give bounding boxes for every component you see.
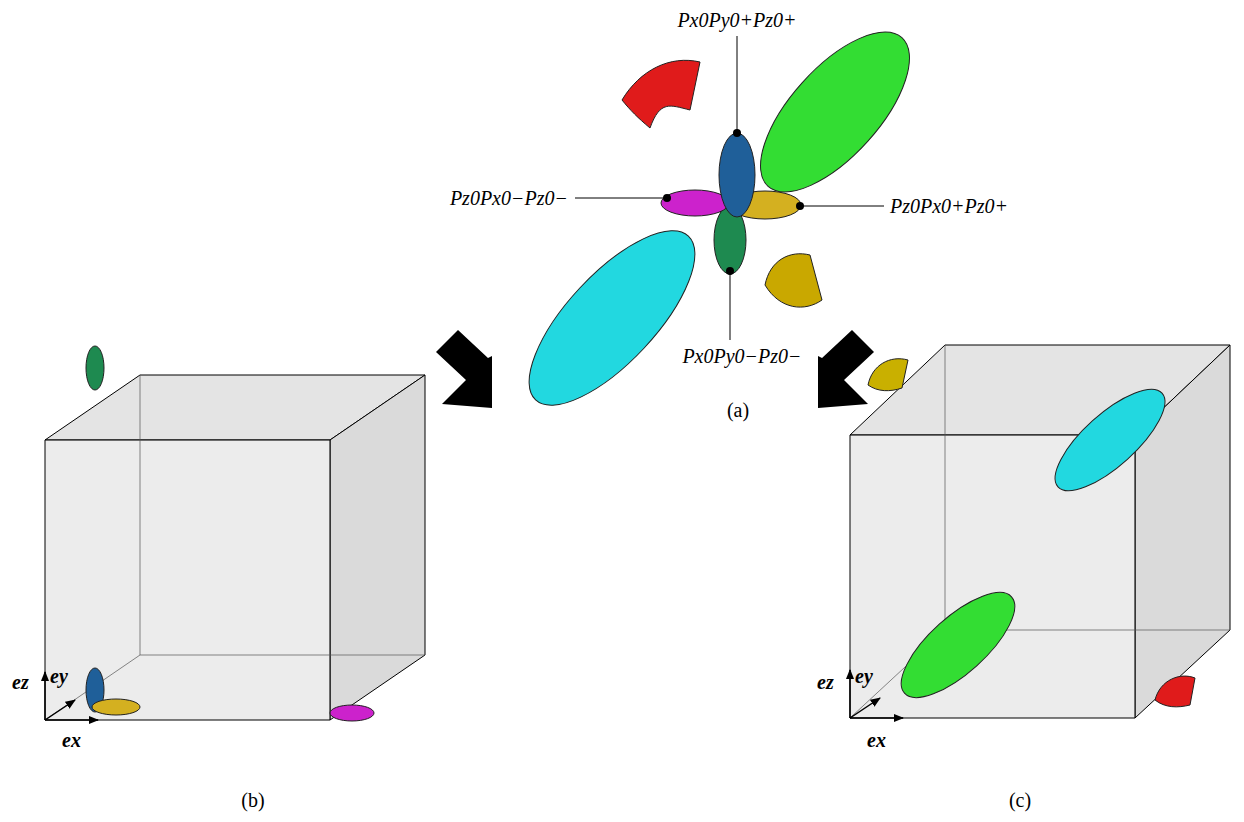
basis-vector-label: ez bbox=[12, 670, 29, 694]
panel-label: (a) bbox=[727, 398, 749, 422]
cube-b bbox=[45, 346, 425, 721]
block-arrow bbox=[436, 330, 492, 408]
leader-lines bbox=[575, 36, 884, 340]
axis-label: Px0Py0−Pz0− bbox=[682, 344, 801, 368]
axis-label: Pz0Px0−Pz0− bbox=[450, 186, 568, 210]
leader-dots bbox=[663, 129, 804, 275]
axis-label: Px0Py0+Pz0+ bbox=[677, 8, 796, 32]
block-arrow bbox=[818, 330, 874, 408]
panel-label: (b) bbox=[241, 788, 264, 812]
axis-label: Pz0Px0+Pz0+ bbox=[890, 194, 1008, 218]
cube-c bbox=[850, 345, 1230, 718]
ellipsoid-group-a bbox=[503, 8, 934, 430]
basis-vector-label: ey bbox=[50, 664, 68, 688]
basis-vector-label: ey bbox=[855, 664, 873, 688]
basis-vector-label: ez bbox=[817, 670, 834, 694]
basis-vector-label: ex bbox=[62, 728, 81, 752]
basis-vector-label: ex bbox=[867, 728, 886, 752]
panel-label: (c) bbox=[1009, 788, 1031, 812]
